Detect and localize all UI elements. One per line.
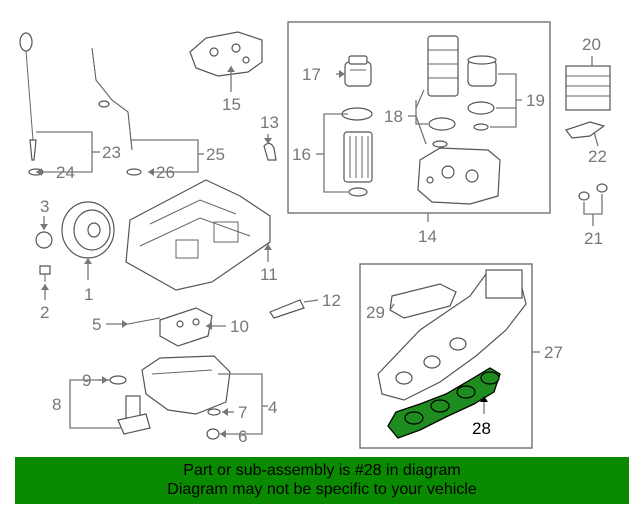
callout-5[interactable]: 5 (92, 315, 101, 334)
banner-line-part: Part or sub-assembly is #28 in diagram (183, 462, 461, 479)
callout-7[interactable]: 7 (238, 403, 247, 422)
parts-diagram: 1 2 3 4 5 6 7 8 9 10 11 12 13 14 15 16 1… (19, 21, 611, 449)
callout-25[interactable]: 25 (206, 145, 225, 164)
part-oring-21a[interactable] (578, 191, 590, 201)
callout-9[interactable]: 9 (82, 371, 91, 390)
callout-13[interactable]: 13 (260, 113, 279, 132)
callout-29[interactable]: 29 (366, 303, 385, 322)
leader-lines (36, 56, 603, 435)
banner-line-disclaimer: Diagram may not be specific to your vehi… (167, 481, 477, 498)
callout-6[interactable]: 6 (238, 427, 247, 446)
part-bolt[interactable] (39, 265, 51, 282)
part-info-banner: Part or sub-assembly is #28 in diagram D… (15, 457, 629, 504)
callout-23[interactable]: 23 (102, 143, 121, 162)
part-filter-housing[interactable] (417, 147, 501, 205)
callout-18[interactable]: 18 (384, 107, 403, 126)
part-clip[interactable] (263, 142, 277, 161)
callout-28-highlighted[interactable]: 28 (472, 419, 491, 438)
part-intake-manifold[interactable] (377, 269, 527, 401)
part-oil-cooler[interactable] (565, 65, 611, 111)
part-seal-18[interactable] (432, 140, 448, 148)
callout-1[interactable]: 1 (84, 285, 93, 304)
part-pulley[interactable] (61, 201, 115, 259)
callout-19[interactable]: 19 (526, 91, 545, 110)
part-lower-oil-pan[interactable] (141, 355, 231, 415)
callout-26[interactable]: 26 (156, 163, 175, 182)
intake-manifold-group-box (359, 263, 533, 449)
callout-16[interactable]: 16 (292, 145, 311, 164)
part-oil-pump[interactable] (159, 307, 213, 347)
part-oring-19[interactable] (467, 101, 495, 115)
part-dipstick[interactable] (19, 32, 44, 176)
part-oring-9[interactable] (109, 375, 127, 385)
filter-housing-group-box (287, 21, 551, 214)
callout-12[interactable]: 12 (322, 291, 341, 310)
callout-15[interactable]: 15 (222, 95, 241, 114)
callout-17[interactable]: 17 (302, 65, 321, 84)
arrowheads (36, 66, 488, 438)
part-manifold-gasket-highlighted[interactable] (387, 367, 501, 439)
callout-2[interactable]: 2 (40, 303, 49, 322)
callout-10[interactable]: 10 (230, 317, 249, 336)
part-washer[interactable] (35, 231, 53, 249)
callout-11[interactable]: 11 (260, 265, 278, 284)
callout-14[interactable]: 14 (418, 227, 437, 246)
callout-27[interactable]: 27 (544, 343, 563, 362)
part-drain-plug[interactable] (206, 428, 220, 440)
part-upper-oil-pan[interactable] (125, 179, 271, 291)
part-small-oring[interactable] (348, 187, 368, 197)
part-filter-cup[interactable] (467, 55, 497, 87)
part-level-sensor[interactable] (117, 395, 151, 435)
part-seal-19[interactable] (473, 123, 489, 131)
part-dipstick-tube[interactable] (91, 47, 142, 176)
part-cooler-gasket[interactable] (565, 121, 606, 139)
part-drain-seal[interactable] (207, 408, 221, 416)
part-oil-filter[interactable] (343, 131, 373, 183)
part-cartridge[interactable] (427, 35, 459, 97)
callout-labels: 1 2 3 4 5 6 7 8 9 10 11 12 13 14 15 16 1… (40, 35, 607, 446)
callout-21[interactable]: 21 (584, 229, 603, 248)
part-filter-cap[interactable] (344, 55, 372, 87)
part-oring-18[interactable] (428, 117, 456, 131)
callout-20[interactable]: 20 (582, 35, 601, 54)
callout-8[interactable]: 8 (52, 395, 61, 414)
callout-24[interactable]: 24 (56, 163, 75, 182)
callout-22[interactable]: 22 (588, 147, 607, 166)
callout-3[interactable]: 3 (40, 197, 49, 216)
part-oring-21b[interactable] (596, 183, 608, 193)
callout-4[interactable]: 4 (268, 398, 277, 417)
part-sensor[interactable] (269, 299, 305, 319)
part-cover[interactable] (189, 31, 263, 77)
